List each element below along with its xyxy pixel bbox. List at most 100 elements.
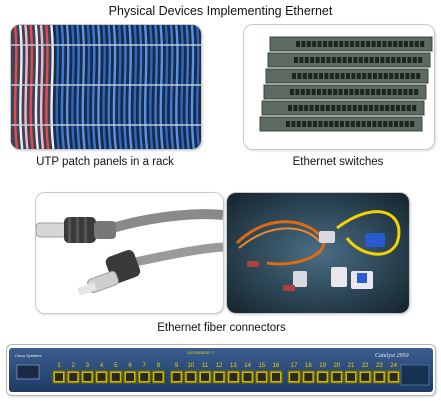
patch-cable <box>13 25 19 149</box>
switch-port-number: 12 <box>216 363 223 369</box>
switch-port-socket <box>304 373 313 381</box>
switch-model-label: Catalyst 2950 <box>375 353 409 359</box>
switch-port-number: 9 <box>175 363 179 369</box>
patch-cable <box>34 25 39 149</box>
switch-port <box>420 41 425 47</box>
switch-brand-label: Cisco Systems <box>15 353 41 358</box>
switch-port <box>337 57 342 63</box>
switch-port <box>335 73 340 79</box>
switch-port <box>313 73 318 79</box>
switch-port <box>385 105 390 111</box>
switch-port-number: 10 <box>187 363 194 369</box>
patch-cable <box>71 25 76 149</box>
switch-port <box>318 121 323 127</box>
switch-port-socket <box>186 373 195 381</box>
patch-cable <box>29 25 34 149</box>
switch-port <box>371 89 375 95</box>
switch-port <box>353 57 358 63</box>
switch-port-socket <box>111 373 120 381</box>
switch-port <box>301 41 306 47</box>
switch-port <box>387 89 392 95</box>
switch-port-number: 22 <box>362 363 369 369</box>
switch-port-number: 18 <box>305 363 312 369</box>
switch-port-number: 3 <box>86 363 90 369</box>
switch-port-number: 6 <box>128 363 132 369</box>
patch-cable <box>133 25 138 149</box>
switch-port-socket <box>318 373 327 381</box>
switch-port <box>317 89 321 95</box>
switch-port <box>389 73 394 79</box>
patch-cable <box>164 25 169 149</box>
switch-port-number: 11 <box>202 363 209 369</box>
switch-port <box>402 57 406 63</box>
switch-port <box>297 73 302 79</box>
patch-cable <box>76 25 81 149</box>
switch-port <box>312 41 317 47</box>
switch-port-socket <box>229 373 238 381</box>
patch-cable <box>143 25 149 149</box>
switch-port-socket <box>69 373 78 381</box>
switch-port <box>416 73 421 79</box>
switch-port-number: 4 <box>100 363 104 369</box>
switch-port <box>342 57 347 63</box>
patch-cable <box>45 25 50 149</box>
switch-port <box>331 57 336 63</box>
switch-port <box>365 89 370 95</box>
utp-caption: UTP patch panels in a rack <box>36 156 174 168</box>
switch-port <box>367 121 371 127</box>
switch-port <box>404 41 408 47</box>
switch-port <box>302 73 307 79</box>
switch-port <box>383 121 388 127</box>
switch-port <box>412 57 417 63</box>
switch-port <box>407 57 412 63</box>
switch-port <box>323 41 327 47</box>
switch-port <box>344 89 348 95</box>
switch-port <box>406 105 411 111</box>
patch-cable <box>169 25 175 149</box>
switch-port-socket <box>83 373 92 381</box>
switch-port-number: 23 <box>376 363 383 369</box>
switch-port <box>410 121 415 127</box>
patch-cable <box>55 25 60 149</box>
switch-port-socket <box>154 373 163 381</box>
switch-port <box>323 121 328 127</box>
switch-port <box>326 57 331 63</box>
switch-port <box>325 105 330 111</box>
switch-port <box>328 41 333 47</box>
switch-port <box>327 89 332 95</box>
patch-cable <box>86 25 91 149</box>
switch-port <box>304 105 309 111</box>
patch-cable <box>190 25 195 149</box>
switch-port <box>394 73 399 79</box>
patch-cable <box>39 25 45 149</box>
switch-port <box>308 73 313 79</box>
switch-port-socket <box>201 373 209 381</box>
switch-port <box>329 73 334 79</box>
switch-port-socket <box>55 373 63 381</box>
switch-port-socket <box>215 373 224 381</box>
switch-port <box>299 57 304 63</box>
switch-port <box>412 105 417 111</box>
switch-port <box>317 41 322 47</box>
switch-port <box>329 121 334 127</box>
switch-port-socket <box>347 373 355 381</box>
switch-port <box>342 105 346 111</box>
switch-port <box>348 57 352 63</box>
switch-port <box>360 89 365 95</box>
patch-cable <box>60 25 65 149</box>
switch-port-number: 8 <box>157 363 161 369</box>
switch-port <box>313 121 317 127</box>
switch-port <box>398 89 402 95</box>
switch-port <box>379 105 384 111</box>
switch-port <box>369 105 373 111</box>
switch-port-socket <box>389 373 398 381</box>
switch-port <box>306 41 311 47</box>
switch-port <box>350 121 355 127</box>
switch-port <box>349 89 354 95</box>
switch-console-port <box>16 364 40 380</box>
switch-port <box>410 73 415 79</box>
switch-port <box>354 89 359 95</box>
switch-port <box>372 121 377 127</box>
switch-uplink-slot <box>400 364 430 386</box>
patch-cable <box>180 25 185 149</box>
